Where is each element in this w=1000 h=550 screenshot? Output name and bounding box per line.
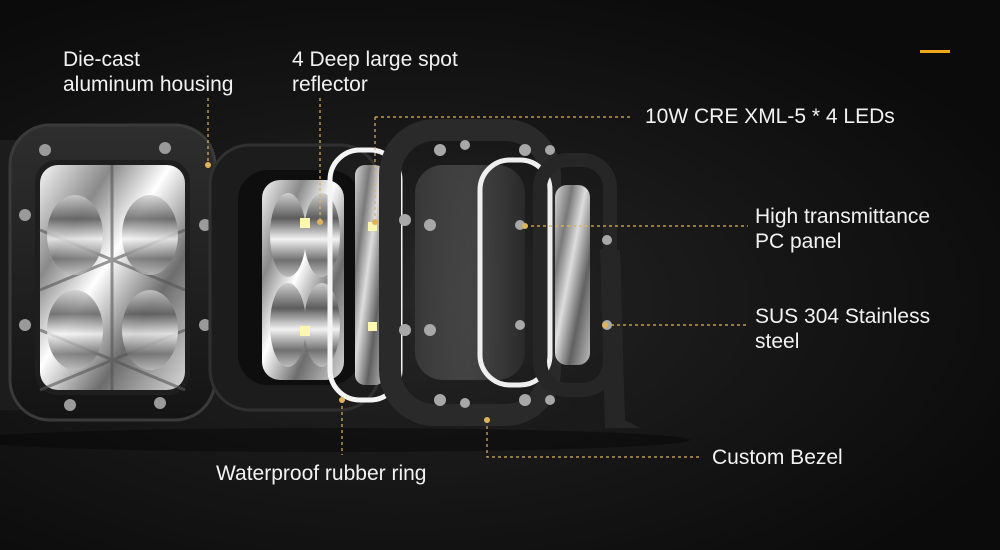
label-line: PC panel [755,230,842,253]
label-pc-panel: High transmittance PC panel [755,204,930,254]
label-spot-reflector: 4 Deep large spot reflector [292,47,458,97]
steel-frame [515,145,617,405]
pc-panel [477,157,553,388]
label-line: Die-cast [63,48,141,71]
label-line: High transmittance [755,205,931,228]
leader-points [205,162,608,423]
label-line: reflector [292,73,368,96]
label-stainless-steel: SUS 304 Stainless steel [755,304,930,354]
label-line: steel [755,330,800,353]
label-line: SUS 304 Stainless [755,305,931,328]
label-rubber-ring: Waterproof rubber ring [216,461,426,486]
leader-lines [207,98,748,458]
label-die-cast-housing: Die-cast aluminum housing [63,47,233,97]
label-custom-bezel: Custom Bezel [712,445,843,470]
label-line: 10W CRE XML-5 * 4 LEDs [645,105,895,128]
custom-bezel [379,119,561,426]
housing-front-module [8,123,217,422]
label-leds: 10W CRE XML-5 * 4 LEDs [645,104,895,129]
label-line: Custom Bezel [712,446,843,469]
label-line: Waterproof rubber ring [216,462,427,485]
label-line: aluminum housing [63,73,234,96]
label-line: 4 Deep large spot [292,48,458,71]
accent-bar [920,50,950,53]
reflector-module [208,143,382,412]
